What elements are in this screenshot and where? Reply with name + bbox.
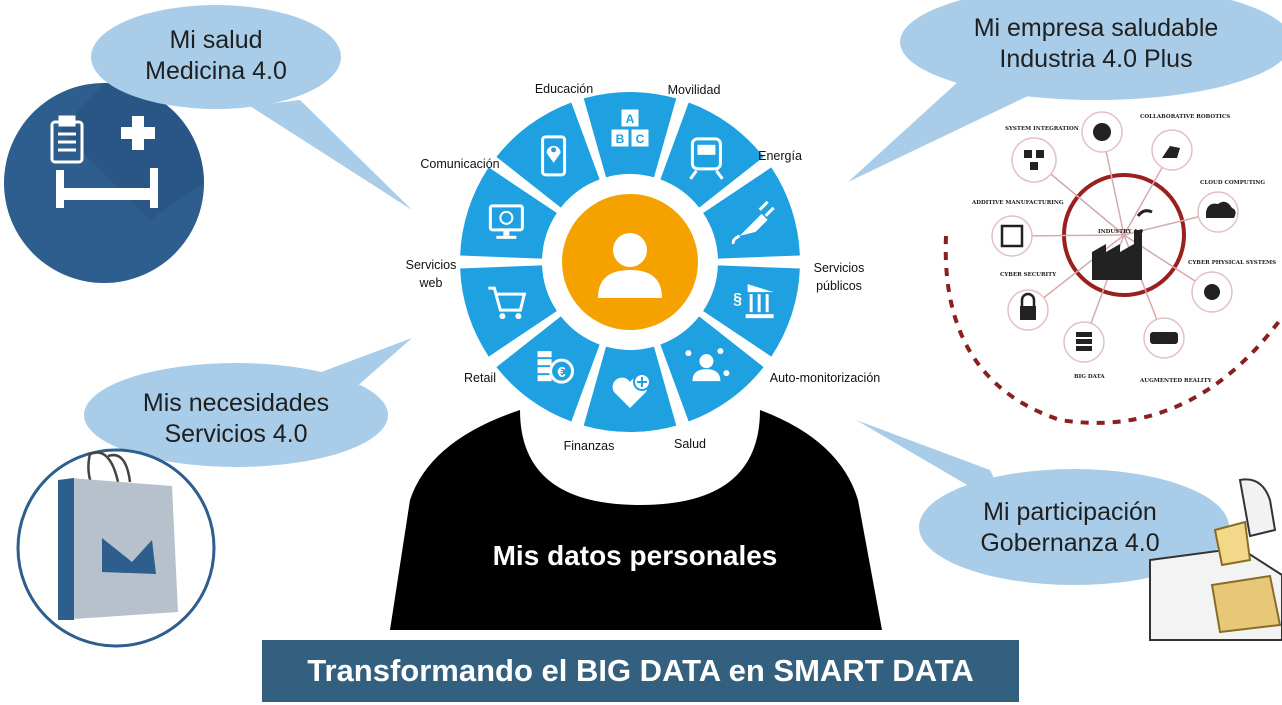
smartphone-location-icon [541,135,567,177]
ballot-box-icon [1149,478,1282,641]
wheel-segment-auto-monitorizacion [660,316,764,422]
shopping-cart-icon [488,286,527,320]
abc-letter-a: A [626,112,635,126]
health-bubble-line2: Medicina 4.0 [145,57,287,85]
label-educacion: Educación [534,82,594,96]
abc-letter-c: C [636,132,645,146]
needs-speech-bubble [84,338,412,467]
label-servicios-web-line1: Servicios [405,258,457,272]
label-servicios-web-line2: web [419,276,443,290]
health-bubble-line1: Mi salud [169,26,263,54]
rating-person-icon [685,348,730,382]
label-movilidad: Movilidad [667,83,721,97]
government-building-icon: § [733,284,774,319]
wheel-segment-energia [703,167,800,259]
health-speech-bubble [91,5,412,210]
tram-icon [689,137,724,180]
participation-bubble-line1: Mi participación [983,498,1157,526]
system-integration-node [1011,137,1057,183]
label-cyber-physical: CYBER PHYSICAL SYSTEMS [1188,260,1276,266]
label-big-data: BIG DATA [1074,374,1105,380]
euro-coins-icon: € [537,351,575,384]
head-silhouette [390,410,882,630]
label-retail: Retail [464,371,496,385]
hospital-bed-icon [56,168,158,208]
label-energia: Energía [758,149,802,163]
euro-sign: € [557,364,566,381]
label-additive-manufacturing: ADDITIVE MANUFACTURING [971,200,1064,206]
label-cloud-computing: CLOUD COMPUTING [1200,180,1265,186]
section-sign: § [733,291,742,308]
abc-letter-b: B [616,132,625,146]
label-salud: Salud [674,437,706,451]
health-circle [4,83,204,283]
label-auto-monitorizacion: Auto-monitorización [769,371,881,385]
label-servicios-web: Servicios web [396,256,466,292]
industry-center-label: INDUSTRY 4.0 [1098,229,1143,235]
additive-node [991,215,1033,257]
label-finanzas: Finanzas [563,439,615,453]
label-system-integration: SYSTEM INTEGRATION [1005,126,1079,132]
participation-bubble-line2: Gobernanza 4.0 [980,529,1160,557]
person-icon [598,233,662,298]
label-servicios-publicos-line2: públicos [816,279,862,293]
company-speech-bubble [848,0,1282,182]
wheel-segment-comunicacion [496,102,600,208]
participation-speech-bubble [856,420,1229,585]
label-servicios-publicos: Servicios públicos [796,259,882,295]
clipboard-icon [50,115,84,164]
plug-icon [731,200,775,245]
health-bubble-text: Mi salud Medicina 4.0 [96,25,336,87]
shopping-bag-circle [16,448,216,648]
needs-bubble-line2: Servicios 4.0 [164,420,308,448]
wheel-segment-movilidad [660,102,764,208]
label-collaborative-robotics: COLLABORATIVE ROBOTICS [1140,114,1230,120]
medical-cross-icon [121,116,155,150]
label-augmented-reality: AUGMENTED REALITY [1139,378,1212,384]
company-bubble-line1: Mi empresa saludable [973,14,1219,42]
label-servicios-publicos-line1: Servicios [813,261,865,275]
company-bubble-line2: Industria 4.0 Plus [999,45,1193,73]
label-cyber-security: CYBER SECURITY [1000,272,1056,278]
needs-bubble-text: Mis necesidades Servicios 4.0 [106,388,366,450]
web-monitor-icon [488,204,524,239]
label-comunicacion: Comunicación [420,157,500,171]
heart-plus-icon [612,373,651,408]
title-banner: Transformando el BIG DATA en SMART DATA [262,640,1019,702]
industry-diagram: INDUSTRY 4.0 SYSTEM INTEGRATION COLLABOR… [943,111,1282,425]
head-caption: Mis datos personales [492,540,778,571]
needs-bubble-line1: Mis necesidades [142,389,330,417]
wheel-segment-educacion [583,92,677,178]
factory-icon [1092,209,1153,280]
company-bubble-text: Mi empresa saludable Industria 4.0 Plus [946,13,1246,75]
participation-bubble-text: Mi participación Gobernanza 4.0 [940,497,1200,559]
